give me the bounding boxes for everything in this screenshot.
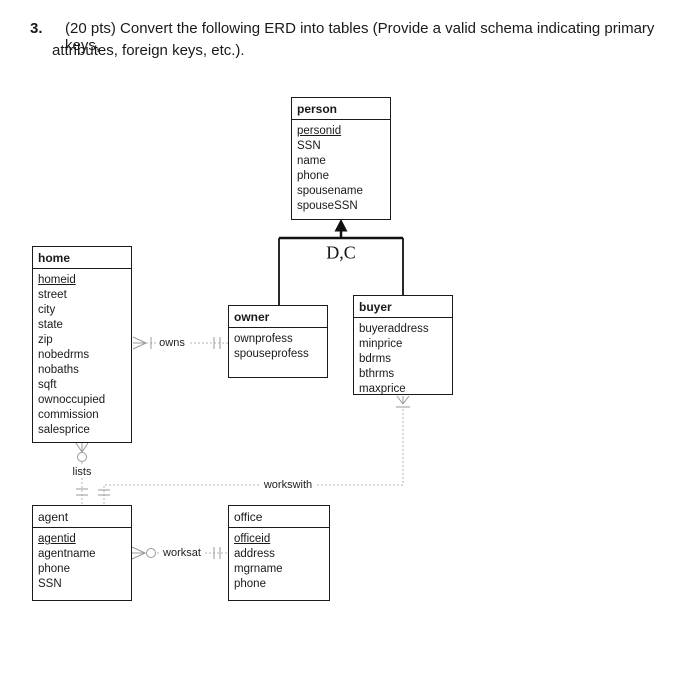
entity-owner-attrs: ownprofess spouseprofess xyxy=(229,328,327,364)
attr-bdrms: bdrms xyxy=(359,353,391,365)
workswith-connector xyxy=(98,395,410,505)
attr-agentid: agentid xyxy=(38,533,76,545)
attr-office-phone: phone xyxy=(234,578,266,590)
attr-sqft: sqft xyxy=(38,379,57,391)
attr-nobaths: nobaths xyxy=(38,364,79,376)
entity-agent: agent agentid agentname phone SSN xyxy=(32,505,132,601)
entity-agent-attrs: agentid agentname phone SSN xyxy=(33,528,131,594)
entity-office: office officeid address mgrname phone xyxy=(228,505,330,601)
entity-office-title: office xyxy=(229,506,329,528)
crowsfoot-tick-icon xyxy=(396,395,410,408)
attr-spousessn: spouseSSN xyxy=(297,200,358,212)
attr-city: city xyxy=(38,304,56,316)
attr-personid: personid xyxy=(297,125,342,137)
relationship-workswith-label: workswith xyxy=(260,479,316,491)
attr-street: street xyxy=(38,289,67,301)
attr-ownoccupied: ownoccupied xyxy=(38,394,106,406)
crowsfoot-circle-icon xyxy=(75,442,89,462)
attr-commission: commission xyxy=(38,409,99,421)
attr-ssn: SSN xyxy=(297,140,321,152)
relationship-worksat-label: worksat xyxy=(160,547,204,559)
specialization-arrow-icon xyxy=(334,219,348,232)
attr-maxprice: maxprice xyxy=(359,383,406,395)
question-number: 3. xyxy=(30,20,43,37)
attr-state: state xyxy=(38,319,63,331)
lists-connector xyxy=(75,442,89,505)
attr-mgrname: mgrname xyxy=(234,563,283,575)
attr-agent-phone: phone xyxy=(38,563,70,575)
attr-phone: phone xyxy=(297,170,329,182)
entity-owner: owner ownprofess spouseprofess xyxy=(228,305,328,378)
entity-owner-title: owner xyxy=(229,306,327,328)
double-tick-icon xyxy=(76,488,88,496)
double-tick-icon xyxy=(213,547,221,559)
attr-address: address xyxy=(234,548,275,560)
attr-spouseprofess: spouseprofess xyxy=(234,348,309,360)
crowsfoot-icon xyxy=(132,336,152,350)
entity-buyer: buyer buyeraddress minprice bdrms bthrms… xyxy=(353,295,453,395)
double-tick-icon xyxy=(98,489,110,496)
attr-officeid: officeid xyxy=(234,533,271,545)
double-tick-icon xyxy=(213,337,221,349)
attr-spousename: spousename xyxy=(297,185,363,197)
crowsfoot-circle-icon xyxy=(131,546,156,560)
attr-agent-ssn: SSN xyxy=(38,578,62,590)
attr-zip: zip xyxy=(38,334,53,346)
entity-agent-title: agent xyxy=(33,506,131,528)
entity-buyer-attrs: buyeraddress minprice bdrms bthrms maxpr… xyxy=(354,318,452,399)
relationship-owns-label: owns xyxy=(156,337,188,349)
attr-ownprofess: ownprofess xyxy=(234,333,293,345)
attr-bthrms: bthrms xyxy=(359,368,395,380)
question-text-line2: attributes, foreign keys, etc.). xyxy=(52,42,245,59)
entity-office-attrs: officeid address mgrname phone xyxy=(229,528,329,594)
entity-person-title: person xyxy=(292,98,390,120)
attr-buyeraddress: buyeraddress xyxy=(359,323,429,335)
question-text-line1: (20 pts) Convert the following ERD into … xyxy=(65,20,655,54)
entity-buyer-title: buyer xyxy=(354,296,452,318)
specialization-connector xyxy=(278,219,404,306)
specialization-label: D,C xyxy=(326,242,356,263)
attr-name: name xyxy=(297,155,326,167)
attr-homeid: homeid xyxy=(38,274,76,286)
entity-home: home homeid street city state zip nobedr… xyxy=(32,246,132,443)
attr-salesprice: salesprice xyxy=(38,424,90,436)
relationship-lists-label: lists xyxy=(69,466,95,478)
entity-home-title: home xyxy=(33,247,131,269)
attr-minprice: minprice xyxy=(359,338,403,350)
attr-agentname: agentname xyxy=(38,548,96,560)
entity-person: person personid SSN name phone spousenam… xyxy=(291,97,391,220)
attr-nobedrms: nobedrms xyxy=(38,349,90,361)
entity-home-attrs: homeid street city state zip nobedrms no… xyxy=(33,269,131,440)
entity-person-attrs: personid SSN name phone spousename spous… xyxy=(292,120,390,216)
